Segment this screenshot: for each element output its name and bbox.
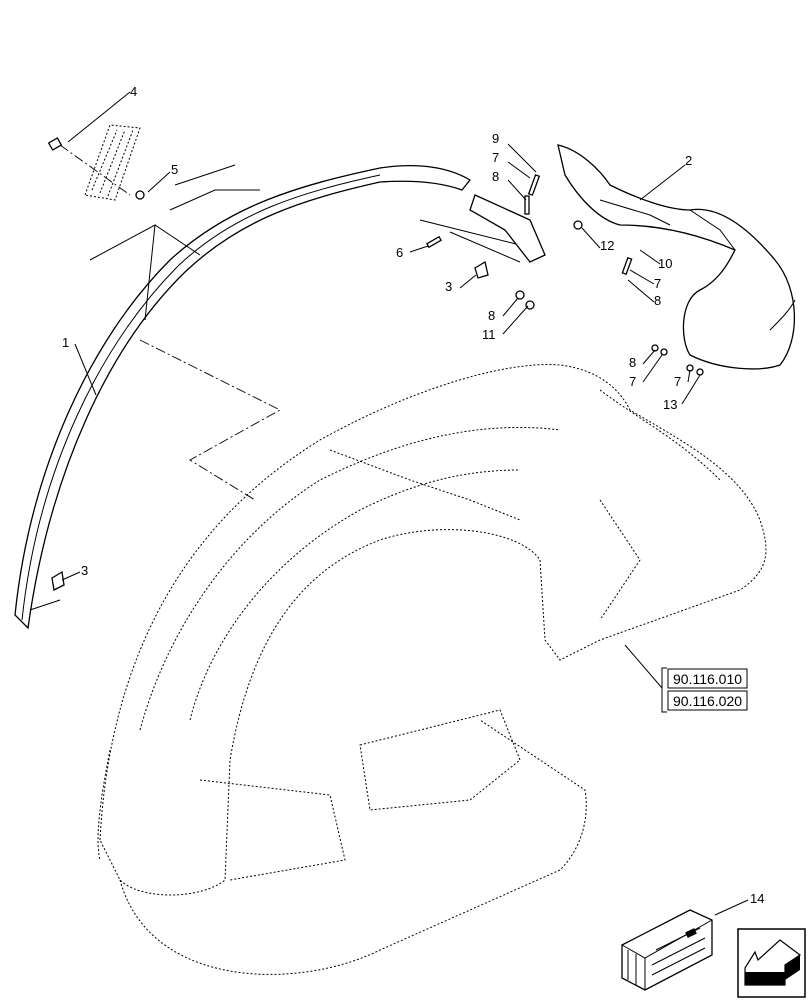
callout-7: 7: [492, 150, 499, 165]
bracket: [469, 194, 546, 263]
svg-text:90.116.010[interactable]: 90.116.010: [673, 671, 742, 687]
callout-10: 10: [658, 256, 672, 271]
callout-8: 8: [654, 293, 661, 308]
callout-2: 2: [685, 153, 692, 168]
callout-8: 8: [488, 308, 495, 323]
callout-11: 11: [482, 327, 496, 342]
leader-lines: [61, 91, 749, 916]
part-2-fender-extension: [557, 144, 796, 370]
fasteners: [47, 137, 704, 591]
callout-7: 7: [654, 276, 661, 291]
reference-links[interactable]: 90.116.010 90.116.020: [661, 667, 748, 713]
callout-7: 7: [629, 374, 636, 389]
shipping-crate-icon: [621, 909, 713, 991]
svg-text:90.116.020[interactable]: 90.116.020: [673, 693, 742, 709]
callout-8: 8: [629, 355, 636, 370]
callout-9: 9: [492, 131, 499, 146]
arrow-down-left-icon[interactable]: [737, 928, 806, 998]
callout-8: 8: [492, 169, 499, 184]
section-lines: [29, 144, 521, 611]
callout-13: 13: [663, 397, 677, 412]
part-4-mesh-pad: [84, 124, 141, 201]
reference-90-116-020[interactable]: 90.116.020: [667, 690, 748, 711]
part-1-arch-strip: [14, 165, 471, 630]
callout-4: 4: [130, 84, 137, 99]
callout-14: 14: [750, 891, 764, 906]
callout-3: 3: [445, 279, 452, 294]
callouts: 4 5 9 7 8 2 6 12 10 7 8 3 8 11 8 7 7 13 …: [62, 84, 764, 906]
reference-90-116-010[interactable]: 90.116.010: [667, 668, 748, 689]
callout-6: 6: [396, 245, 403, 260]
callout-7: 7: [674, 374, 681, 389]
callout-3: 3: [81, 563, 88, 578]
callout-12: 12: [600, 238, 614, 253]
callout-1: 1: [62, 335, 69, 350]
fender-phantom: [97, 364, 767, 975]
callout-5: 5: [171, 162, 178, 177]
